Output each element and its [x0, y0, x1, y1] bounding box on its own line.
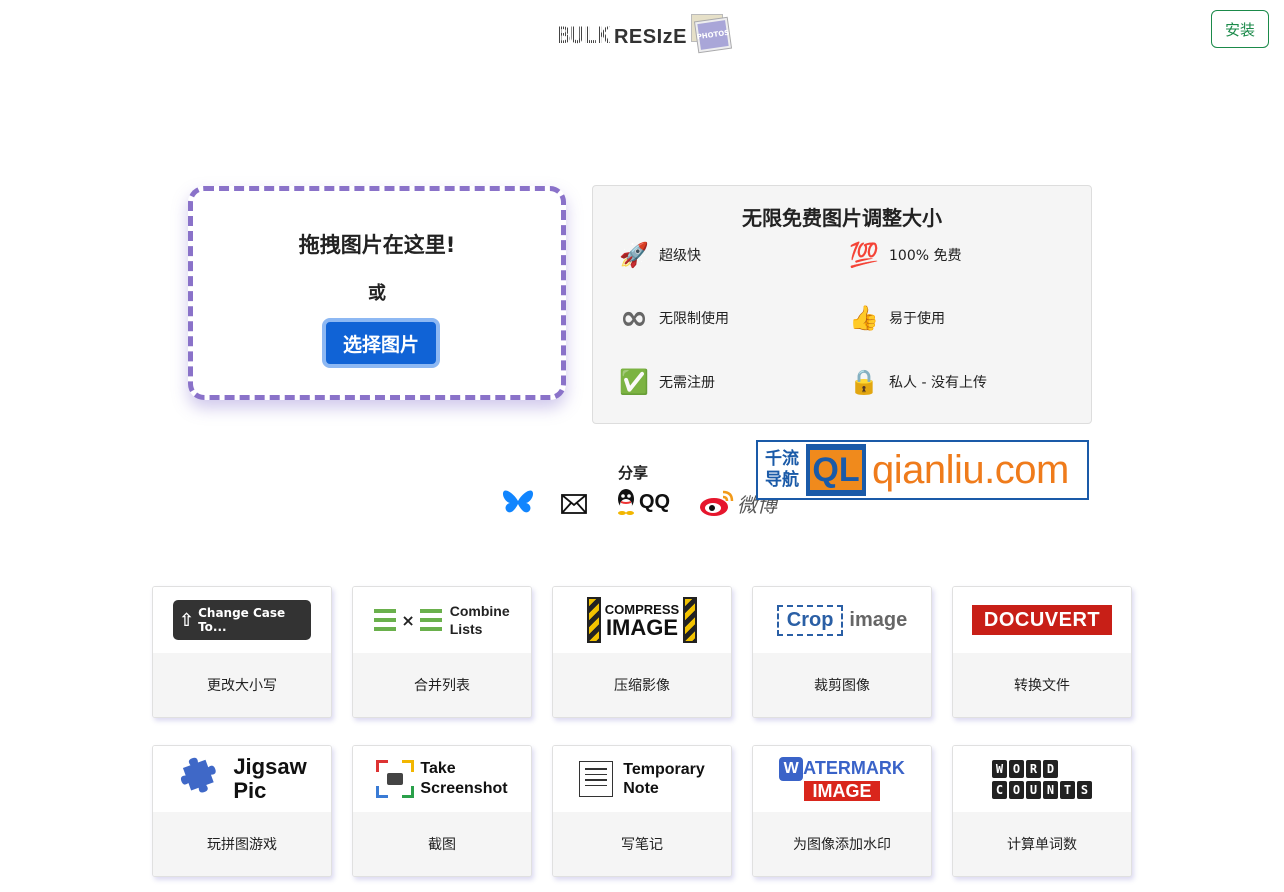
- tool-label: 截图: [353, 812, 531, 876]
- tool-label: 裁剪图像: [753, 653, 931, 717]
- logo-bulk-text: BULK: [557, 22, 610, 52]
- feature-label: 无限制使用: [659, 311, 729, 327]
- features-panel: 无限免费图片调整大小 🚀 超级快 💯 100% 免费 ∞ 无限制使用 👍 易于使…: [592, 185, 1092, 424]
- thumbs-up-icon: 👍: [849, 304, 879, 332]
- feature-item: ∞ 无限制使用: [617, 298, 729, 338]
- site-logo[interactable]: BULK RESIzE PHOTOS: [557, 14, 731, 53]
- letter-tile: N: [1043, 780, 1058, 799]
- tool-label: 压缩影像: [553, 653, 731, 717]
- letter-tile: U: [1026, 780, 1041, 799]
- install-button[interactable]: 安装: [1211, 10, 1269, 48]
- list-icon: [419, 609, 442, 631]
- tool-label: 玩拼图游戏: [153, 812, 331, 876]
- qq-share-button[interactable]: QQ: [615, 488, 670, 516]
- hazard-stripe-icon: [586, 597, 601, 643]
- change-case-logo: ⇧Change Case To...: [153, 587, 331, 653]
- ad-ql-logo: QL: [806, 444, 866, 496]
- feature-label: 私人 - 没有上传: [889, 375, 987, 391]
- qq-label: QQ: [639, 490, 671, 513]
- lock-icon: 🔒: [849, 368, 879, 396]
- hexagon-w-icon: W: [779, 756, 804, 781]
- ad-cn-text: 千流 导航: [765, 449, 799, 490]
- penguin-icon: [618, 489, 634, 515]
- share-label: 分享: [618, 464, 649, 482]
- times-icon: ×: [401, 610, 415, 630]
- feature-label: 无需注册: [659, 375, 715, 391]
- feature-label: 100% 免费: [889, 248, 962, 264]
- feature-item: ✅ 无需注册: [617, 365, 715, 399]
- dropzone-or-text: 或: [368, 283, 386, 304]
- tool-label: 转换文件: [953, 653, 1131, 717]
- hazard-stripe-icon: [683, 597, 698, 643]
- tool-label: 合并列表: [353, 653, 531, 717]
- hundred-icon: 💯: [849, 241, 879, 269]
- tool-label: 更改大小写: [153, 653, 331, 717]
- logo-photos-icon: PHOTOS: [691, 14, 731, 53]
- letter-tile: O: [1009, 780, 1024, 799]
- letter-tile: T: [1060, 780, 1075, 799]
- tool-card-docuvert[interactable]: DOCUVERT 转换文件: [952, 586, 1132, 718]
- infinity-icon: ∞: [619, 298, 649, 338]
- tool-label: 计算单词数: [953, 812, 1131, 876]
- tool-label: 写笔记: [553, 812, 731, 876]
- qianliu-ad-banner[interactable]: 千流 导航 QL qianliu.com: [756, 440, 1089, 500]
- camera-icon: [387, 773, 404, 785]
- letter-tile: S: [1077, 780, 1092, 799]
- letter-tile: D: [1043, 759, 1058, 778]
- email-share-button[interactable]: [561, 494, 587, 514]
- butterfly-icon: [502, 490, 534, 513]
- up-arrow-icon: ⇧: [179, 609, 195, 631]
- rocket-icon: 🚀: [619, 241, 649, 269]
- feature-item: 🚀 超级快: [617, 238, 701, 272]
- dropzone-title: 拖拽图片在这里!: [298, 233, 456, 257]
- check-icon: ✅: [619, 368, 649, 396]
- feature-item: 🔒 私人 - 没有上传: [847, 365, 987, 399]
- letter-tile: R: [1026, 759, 1041, 778]
- envelope-icon: [561, 494, 587, 514]
- weibo-icon: [700, 490, 734, 516]
- features-title: 无限免费图片调整大小: [742, 206, 942, 230]
- ad-url-text: qianliu.com: [872, 447, 1069, 492]
- feature-label: 易于使用: [889, 311, 945, 327]
- logo-resize-text: RESIzE: [613, 26, 688, 48]
- letter-tile: O: [1009, 759, 1024, 778]
- bluesky-share-button[interactable]: [502, 488, 534, 518]
- docuvert-logo: DOCUVERT: [953, 587, 1131, 653]
- list-icon: [374, 609, 397, 631]
- tool-label: 为图像添加水印: [753, 812, 931, 876]
- letter-tile: W: [992, 759, 1007, 778]
- select-image-button[interactable]: 选择图片: [322, 318, 440, 368]
- feature-label: 超级快: [659, 248, 701, 264]
- letter-tile: C: [992, 780, 1007, 799]
- feature-item: 💯 100% 免费: [847, 238, 961, 272]
- note-icon: [579, 761, 614, 797]
- image-dropzone[interactable]: 拖拽图片在这里! 或 选择图片: [188, 186, 566, 400]
- tool-card-change-case[interactable]: ⇧Change Case To... 更改大小写: [152, 586, 332, 718]
- puzzle-piece-icon: [181, 757, 217, 793]
- screenshot-frame-icon: [376, 760, 415, 798]
- feature-item: 👍 易于使用: [847, 301, 945, 335]
